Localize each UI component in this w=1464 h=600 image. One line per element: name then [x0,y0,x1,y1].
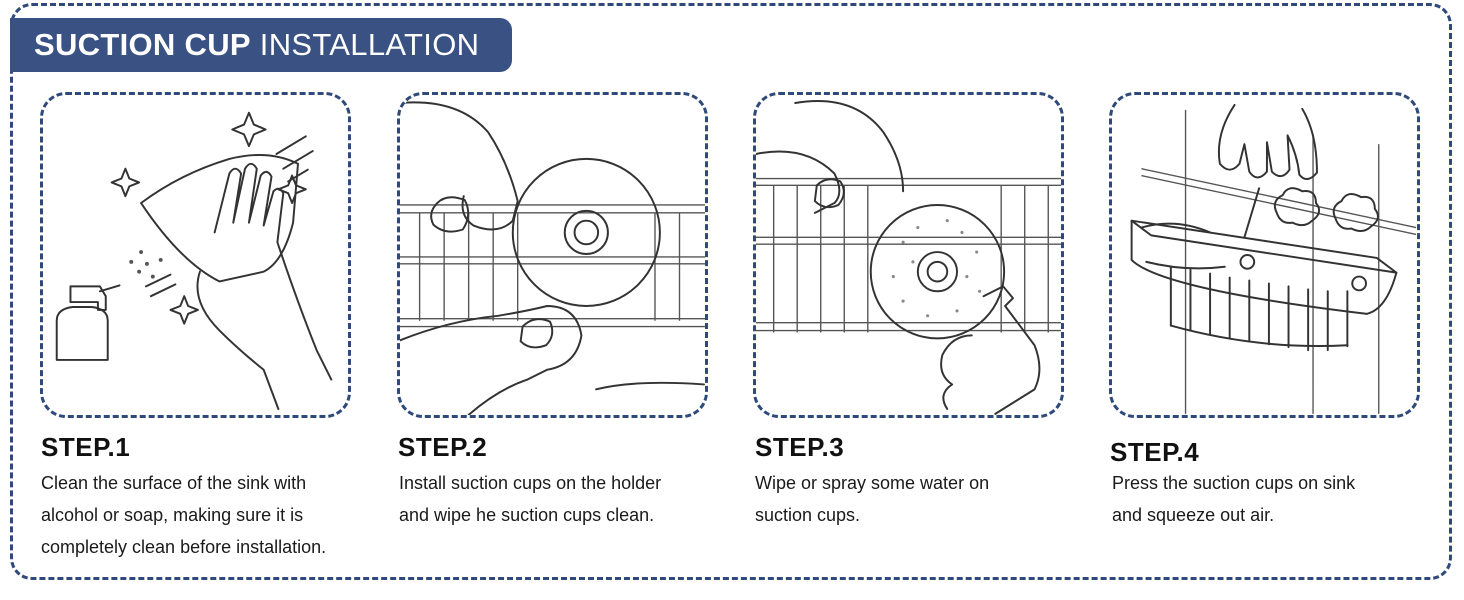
step-4-card [1109,92,1420,418]
step-3-line-2: suction cups. [755,505,861,525]
title-bold: SUCTION CUP [34,27,251,62]
step-3-title: STEP.3 [755,432,845,462]
step-1-line-3: completely clean before installation. [41,537,327,557]
header-banner: SUCTION CUP INSTALLATION [10,18,512,72]
step-1-title: STEP.1 [41,432,131,462]
press-holder-icon [1130,103,1417,414]
step-4-title: STEP.4 [1110,437,1200,467]
step-3-line-1: Wipe or spray some water on [755,473,990,493]
step-4-line-1: Press the suction cups on sink [1112,473,1356,493]
step-3-description: Wipe or spray some water on suction cups… [755,467,1075,531]
step-4-description: Press the suction cups on sink and squee… [1112,467,1432,531]
step-2-title: STEP.2 [398,432,488,462]
outer-dashed-frame [10,3,1452,580]
step-1-line-1: Clean the surface of the sink with [41,473,307,493]
step-2-card [397,92,708,418]
step-1-line-2: alcohol or soap, making sure it is [41,505,304,525]
step-2-description: Install suction cups on the holder and w… [399,467,719,531]
step-4-line-2: and squeeze out air. [1112,505,1275,525]
spray-suction-cup-icon [756,100,1061,415]
step-1-description: Clean the surface of the sink with alcoh… [41,467,361,563]
step-2-line-1: Install suction cups on the holder [399,473,662,493]
wipe-suction-cup-icon [400,101,705,415]
title-regular: INSTALLATION [259,27,480,62]
step-3-card [753,92,1064,418]
cleaning-spray-icon [55,111,333,410]
step-1-card [40,92,351,418]
page-title: SUCTION CUP INSTALLATION [34,27,479,63]
step-2-line-2: and wipe he suction cups clean. [399,505,655,525]
